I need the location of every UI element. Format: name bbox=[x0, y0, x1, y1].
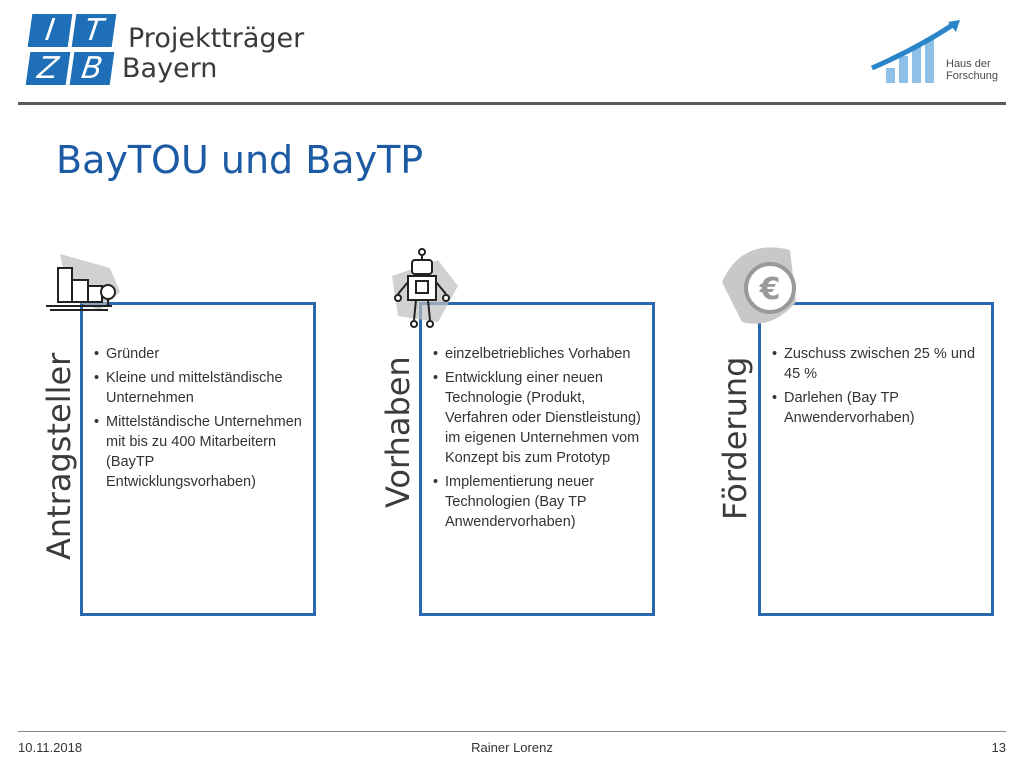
list-item: Zuschuss zwischen 25 % und 45 % bbox=[772, 344, 982, 384]
footer-divider bbox=[18, 731, 1006, 732]
column-foerderung-label: Förderung bbox=[716, 356, 754, 520]
organization-name-line1: Projektträger bbox=[128, 23, 305, 54]
page-number: 13 bbox=[991, 740, 1006, 755]
list-item: Kleine und mittelständische Unternehmen bbox=[94, 368, 304, 408]
organization-name-line2: Bayern bbox=[122, 53, 218, 84]
robot-icon bbox=[392, 248, 458, 328]
itzb-logo: I T Z B bbox=[25, 13, 118, 86]
column-vorhaben-label: Vorhaben bbox=[379, 356, 417, 508]
list-item: Entwicklung einer neuen Technologie (Pro… bbox=[433, 368, 645, 468]
footer-date: 10.11.2018 bbox=[18, 740, 83, 755]
logo-letter-t: T bbox=[71, 13, 117, 48]
column-antragsteller-label: Antragsteller bbox=[40, 352, 78, 560]
city-buildings-icon bbox=[46, 254, 120, 311]
header-divider bbox=[18, 102, 1006, 105]
logo-letter-i: I bbox=[27, 13, 73, 48]
list-item: Implementierung neuer Technologien (Bay … bbox=[433, 472, 645, 532]
page-title: BayTOU und BayTP bbox=[56, 138, 424, 182]
organization-name: Projektträger Bayern bbox=[122, 23, 305, 84]
logo-letter-z: Z bbox=[25, 51, 71, 86]
euro-coin-icon: € bbox=[722, 247, 796, 324]
column-foerderung-list: Zuschuss zwischen 25 % und 45 % Darlehen… bbox=[772, 344, 982, 432]
partner-logo-line2: Forschung bbox=[946, 70, 998, 82]
column-antragsteller-list: Gründer Kleine und mittelständische Unte… bbox=[94, 344, 304, 496]
footer-author: Rainer Lorenz bbox=[471, 740, 553, 755]
haus-der-forschung-logo bbox=[871, 20, 960, 83]
logo-letter-b: B bbox=[69, 51, 115, 86]
list-item: Darlehen (Bay TP Anwendervorhaben) bbox=[772, 388, 982, 428]
partner-logo-text: Haus der Forschung bbox=[946, 58, 998, 82]
column-vorhaben-list: einzelbetriebliches Vorhaben Entwicklung… bbox=[433, 344, 645, 536]
list-item: Gründer bbox=[94, 344, 304, 364]
list-item: Mittelständische Unternehmen mit bis zu … bbox=[94, 412, 304, 492]
partner-logo-line1: Haus der bbox=[946, 58, 991, 70]
svg-text:€: € bbox=[759, 272, 781, 307]
list-item: einzelbetriebliches Vorhaben bbox=[433, 344, 645, 364]
